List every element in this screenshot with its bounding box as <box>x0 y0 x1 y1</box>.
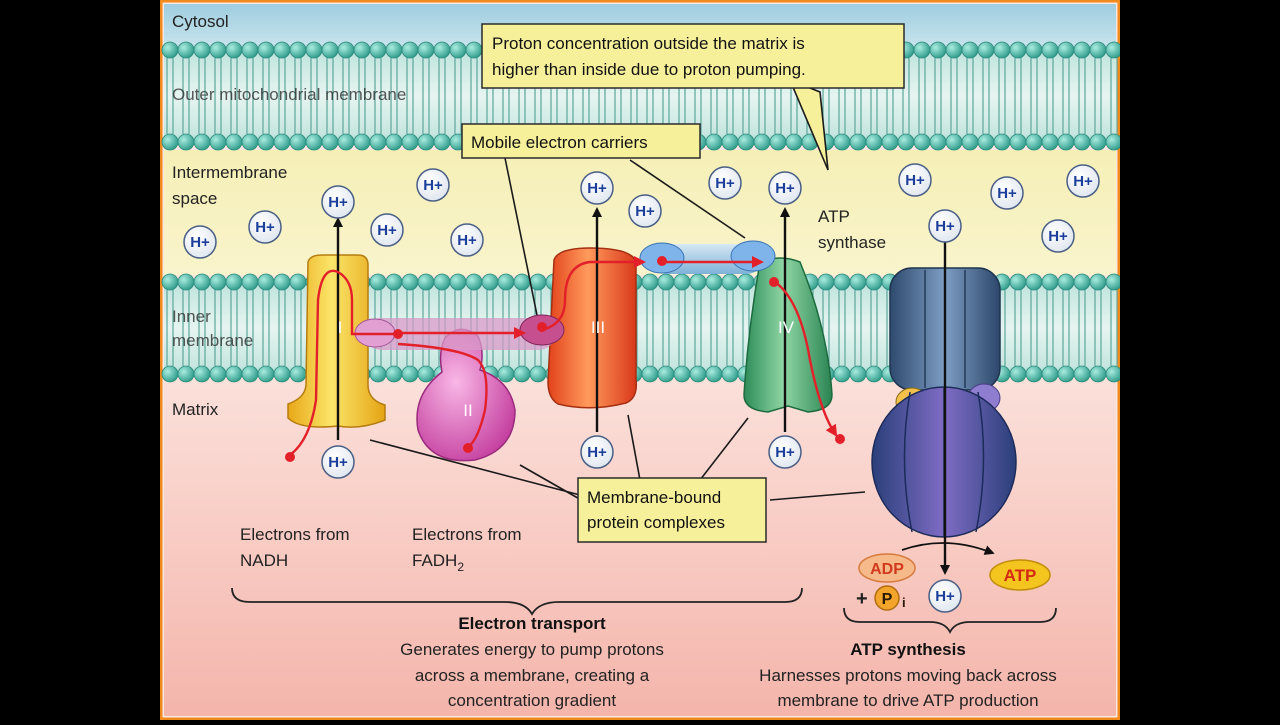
membrane-bound-line-1: Membrane-bound <box>587 488 721 507</box>
proton-ions: H+ H+ H+ H+ H+ H+ H+ H+ H+ H+ H+ H+ H+ H+ H+ H+ H+ H+ H+ <box>183 163 1100 613</box>
svg-text:H+: H+ <box>328 454 348 471</box>
plus-sign: + <box>856 588 868 610</box>
proton-icon: H+ <box>708 166 742 200</box>
complex-III <box>547 247 638 409</box>
svg-text:ADP: ADP <box>870 561 904 578</box>
proton-icon: H+ <box>898 163 932 197</box>
svg-text:H+: H+ <box>1048 228 1068 245</box>
complex-III-label: III <box>591 318 605 337</box>
svg-text:H+: H+ <box>457 232 477 249</box>
proton-icon: H+ <box>768 435 802 469</box>
svg-text:H+: H+ <box>905 172 925 189</box>
atp-synthesis-brace <box>843 607 1057 635</box>
svg-text:H+: H+ <box>377 222 397 239</box>
callout-pointers <box>369 78 866 506</box>
cytosol-label: Cytosol <box>172 12 229 31</box>
atp-synthase-label-1: ATP <box>818 207 850 226</box>
diagram-stage: Cytosol Outer mitochondrial membrane Int… <box>159 0 1123 721</box>
proton-icon: H+ <box>768 171 802 205</box>
proton-icon: H+ <box>628 194 662 228</box>
svg-text:ATP: ATP <box>1004 566 1037 585</box>
inner-membrane-label-2: membrane <box>172 331 253 350</box>
fadh-label-1: Electrons from <box>412 525 522 544</box>
proton-callout-line-1: Proton concentration outside the matrix … <box>492 34 805 53</box>
membrane-bound-callout: Membrane-bound protein complexes <box>577 477 767 543</box>
complex-I <box>287 254 386 428</box>
svg-text:i: i <box>902 595 906 610</box>
proton-icon: H+ <box>416 168 450 202</box>
svg-text:H+: H+ <box>775 180 795 197</box>
svg-text:P: P <box>882 591 893 608</box>
svg-text:H+: H+ <box>328 194 348 211</box>
proton-icon: H+ <box>248 210 282 244</box>
electron-transport-title: Electron transport <box>458 614 606 633</box>
complex-I-label: I <box>338 318 343 337</box>
svg-text:H+: H+ <box>997 185 1017 202</box>
fadh-label-2: FADH2 <box>412 551 464 574</box>
svg-text:H+: H+ <box>935 218 955 235</box>
proton-icon: H+ <box>928 209 962 243</box>
phosphate-molecule: P i <box>874 585 906 611</box>
mobile-carriers-text: Mobile electron carriers <box>471 133 648 152</box>
proton-icon: H+ <box>370 213 404 247</box>
intermembrane-label-1: Intermembrane <box>172 163 287 182</box>
synthesis-arrow <box>901 542 995 555</box>
nadh-label-2: NADH <box>240 551 288 570</box>
proton-icon: H+ <box>321 445 355 479</box>
svg-text:H+: H+ <box>775 444 795 461</box>
proton-icon: H+ <box>1066 164 1100 198</box>
electron-transport-desc-3: concentration gradient <box>448 691 617 710</box>
svg-text:H+: H+ <box>587 180 607 197</box>
atp-synthase-label-2: synthase <box>818 233 886 252</box>
proton-icon: H+ <box>580 435 614 469</box>
intermembrane-label-2: space <box>172 189 217 208</box>
adp-molecule: ADP <box>858 553 916 583</box>
electron-transport-brace <box>231 587 803 616</box>
svg-text:H+: H+ <box>1073 173 1093 190</box>
electron-transport-desc-1: Generates energy to pump protons <box>400 640 664 659</box>
svg-text:H+: H+ <box>935 588 955 605</box>
proton-icon: H+ <box>990 176 1024 210</box>
svg-text:H+: H+ <box>715 175 735 192</box>
atp-synthesis-title: ATP synthesis <box>850 640 966 659</box>
proton-arrows <box>333 207 950 575</box>
svg-text:H+: H+ <box>255 219 275 236</box>
svg-text:H+: H+ <box>423 177 443 194</box>
atp-synthesis-desc-2: membrane to drive ATP production <box>777 691 1038 710</box>
nadh-label-1: Electrons from <box>240 525 350 544</box>
complex-IV-label: IV <box>778 318 795 337</box>
electron-dots <box>285 256 845 462</box>
electron-path <box>289 256 838 456</box>
electron-transport-diagram: Cytosol Outer mitochondrial membrane Int… <box>159 0 1123 721</box>
svg-text:H+: H+ <box>635 203 655 220</box>
proton-icon: H+ <box>321 185 355 219</box>
matrix-label: Matrix <box>172 400 219 419</box>
proton-icon: H+ <box>1041 219 1075 253</box>
electron-transport-desc-2: across a membrane, creating a <box>415 666 650 685</box>
proton-callout-line-2: higher than inside due to proton pumping… <box>492 60 806 79</box>
svg-text:H+: H+ <box>587 444 607 461</box>
proton-icon: H+ <box>183 225 217 259</box>
mobile-carriers-callout: Mobile electron carriers <box>461 123 701 159</box>
svg-text:H+: H+ <box>190 234 210 251</box>
atp-synthesis-desc-1: Harnesses protons moving back across <box>759 666 1057 685</box>
membrane-bound-line-2: protein complexes <box>587 513 725 532</box>
proton-icon: H+ <box>580 171 614 205</box>
complex-II-label: II <box>463 401 472 420</box>
proton-icon: H+ <box>928 579 962 613</box>
atp-molecule: ATP <box>989 559 1051 591</box>
inner-membrane-label-1: Inner <box>172 307 211 326</box>
proton-concentration-callout: Proton concentration outside the matrix … <box>481 23 905 89</box>
outer-membrane-label: Outer mitochondrial membrane <box>172 85 406 104</box>
frame-border <box>159 0 1121 721</box>
proton-icon: H+ <box>450 223 484 257</box>
